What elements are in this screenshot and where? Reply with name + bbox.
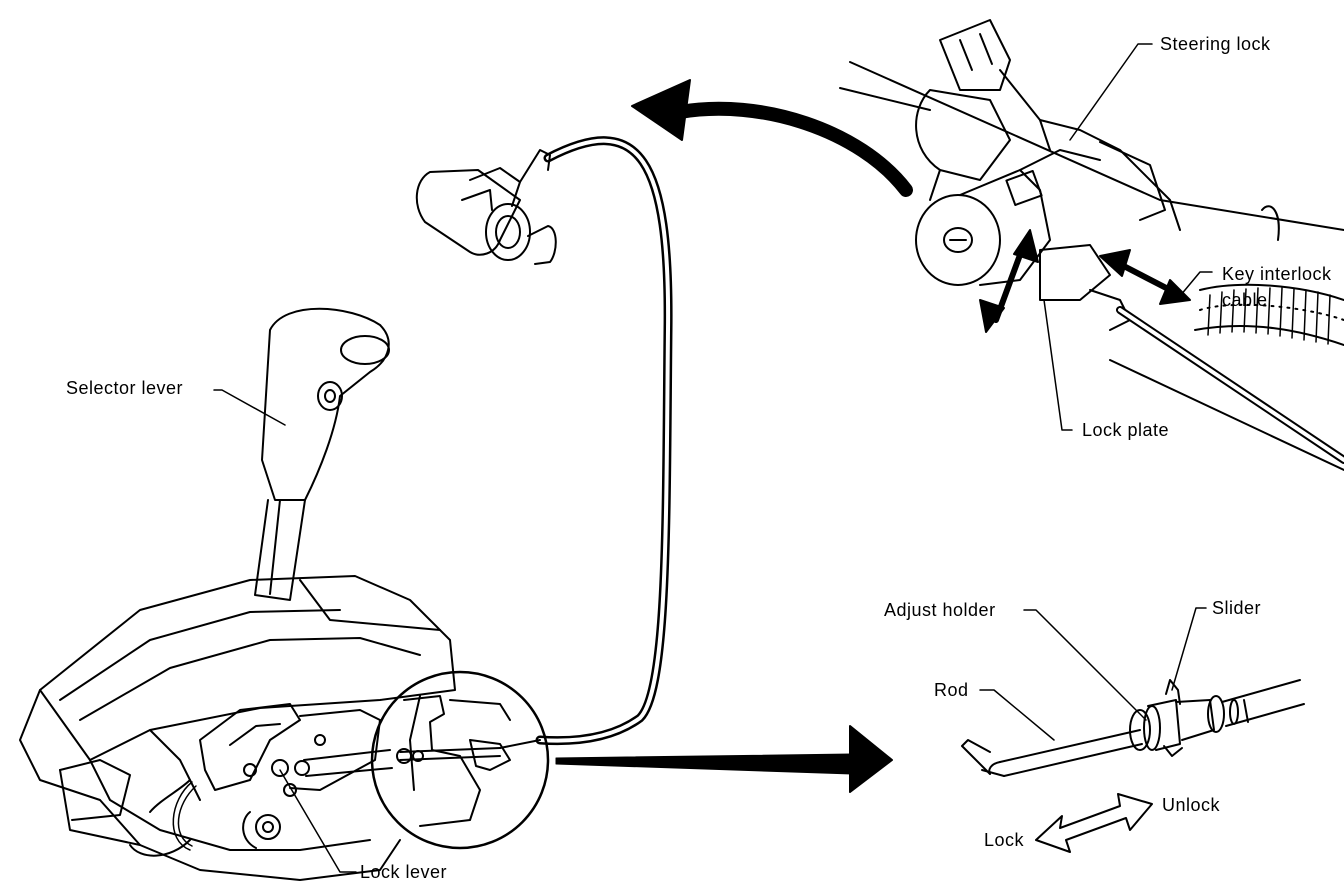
- label-selector-lever: Selector lever: [66, 378, 184, 398]
- leader-lines-top-right: [1043, 43, 1213, 431]
- lock-plate-part: [1039, 244, 1111, 301]
- label-lock: Lock: [984, 830, 1025, 850]
- interlock-cable: [535, 136, 673, 746]
- slider-rod-detail: [961, 679, 1305, 777]
- double-arrow-vertical-icon: [979, 229, 1039, 333]
- label-slider: Slider: [1212, 598, 1262, 618]
- double-arrow-horizontal-icon: [1099, 249, 1191, 305]
- lock-unlock-arrow-icon: [1035, 793, 1153, 853]
- label-key-interlock-cable-line1: Key interlock: [1222, 264, 1332, 284]
- label-adjust-holder: Adjust holder: [884, 600, 996, 620]
- label-rod: Rod: [934, 680, 969, 700]
- shifter-housing: [19, 575, 456, 881]
- leader-lines: [213, 389, 1207, 873]
- label-lock-plate: Lock plate: [1082, 420, 1170, 440]
- selector-lever: [254, 307, 390, 601]
- magnified-detail: [370, 670, 550, 850]
- steering-lock-assembly: [839, 19, 1344, 471]
- curved-arrow-left-icon: [631, 79, 913, 197]
- label-unlock: Unlock: [1162, 795, 1221, 815]
- label-key-interlock-cable-line2: cable: [1222, 290, 1268, 310]
- key-cylinder: [415, 149, 557, 265]
- label-lock-lever: Lock lever: [360, 862, 448, 882]
- straight-arrow-right-icon: [555, 725, 893, 793]
- label-steering-lock: Steering lock: [1160, 34, 1271, 54]
- wire-harness: [172, 781, 197, 851]
